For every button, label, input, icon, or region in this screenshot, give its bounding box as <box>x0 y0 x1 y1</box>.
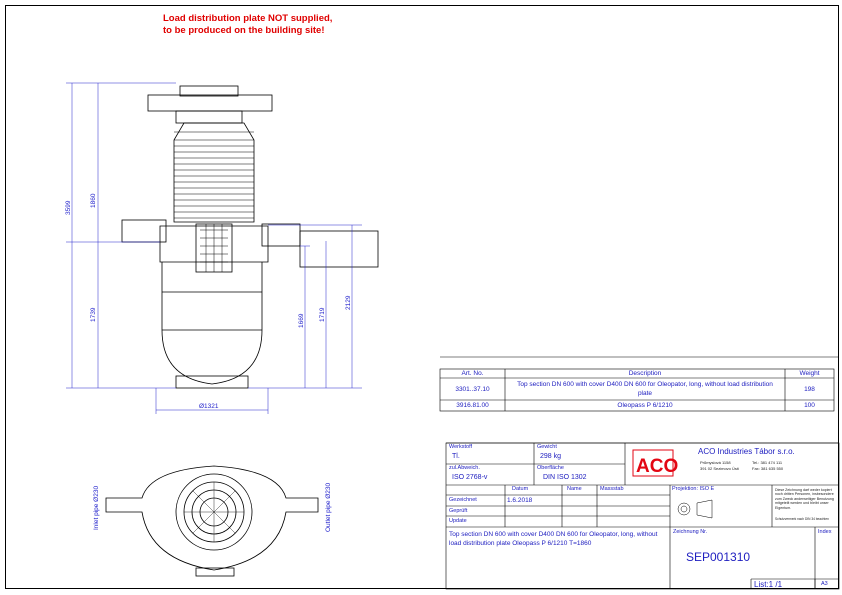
company-address-1: Průmyslová 1158 <box>700 460 731 465</box>
parts-header-art-no: Art. No. <box>461 370 484 377</box>
massstab-label: Massstab <box>600 486 624 492</box>
parts-header-weight: Weight <box>799 370 820 377</box>
warning-note-line2: to be produced on the building site! <box>163 25 325 36</box>
parts-table-lines <box>439 356 839 412</box>
company-address-2: 391 02 Sezimovo Ústí <box>700 466 740 471</box>
datum-header: Datum <box>512 486 529 492</box>
projection-symbol-icon <box>677 499 713 519</box>
gewicht-label: Gewicht <box>537 444 557 450</box>
parts-row1-weight: 198 <box>804 385 815 393</box>
abweich-label: zul.Abweich. <box>449 465 480 471</box>
parts-row2-art-no: 3916.81.00 <box>456 402 489 409</box>
inlet-label: Inlet pipe Ø230 <box>93 486 100 530</box>
oberflaeche-label: Oberfläche <box>537 465 564 471</box>
dim-top-height: 2129 <box>345 295 352 310</box>
file-reference: Schutzvermerk nach DIN 34 beachten <box>775 517 829 521</box>
dim-outlet-height: 1719 <box>319 307 326 322</box>
warning-note: Load distribution plate NOT supplied, to… <box>163 13 332 37</box>
dim-lower-height: 1739 <box>90 307 97 322</box>
drawing-frame <box>5 5 839 589</box>
company-tel: Tel.: 381 474 111 <box>752 460 783 465</box>
warning-note-line1: Load distribution plate NOT supplied, <box>163 13 333 24</box>
index-label: Index <box>818 529 832 535</box>
drawing-description: Top section DN 600 with cover D400 DN 60… <box>449 531 658 547</box>
outlet-label: Outlet pipe Ø230 <box>325 482 332 532</box>
update-label: Update <box>449 518 467 524</box>
dim-inlet-height: 1669 <box>298 313 305 328</box>
copyright-note: Diese Zeichnung darf weder kopiert noch … <box>775 488 834 510</box>
sheet-number: List:1 /1 <box>754 580 783 589</box>
geprueft-label: Geprüft <box>449 508 468 514</box>
logo-text: ACO <box>636 456 678 477</box>
name-header: Name <box>567 486 582 492</box>
gezeichnet-label: Gezeichnet <box>449 497 477 503</box>
oberflaeche-value: DIN ISO 1302 <box>543 474 587 481</box>
load-plate-outline <box>147 94 273 112</box>
plan-view <box>105 465 319 577</box>
gezeichnet-date: 1.6.2018 <box>507 497 533 504</box>
parts-row2-weight: 100 <box>804 402 815 409</box>
zeichnung-label: Zeichnung Nr. <box>673 529 708 535</box>
drawing-number: SEP001310 <box>686 550 751 564</box>
abweich-value: ISO 2768-v <box>452 474 488 481</box>
dim-diameter: Ø1321 <box>199 403 219 410</box>
parts-row2-description: Oleopass P 6/1210 <box>617 402 673 409</box>
title-block-lines <box>445 442 840 590</box>
werkstoff-value: Tl. <box>452 453 460 460</box>
company-name: ACO Industries Tábor s.r.o. <box>698 447 795 456</box>
parts-row1-art-no: 3301..37.10 <box>455 385 490 393</box>
inlet-pipe <box>121 219 167 243</box>
company-fax: Fax: 381 635 550 <box>752 466 784 471</box>
parts-row1-description: Top section DN 600 with cover D400 DN 60… <box>517 381 773 397</box>
aco-logo-icon: ACO <box>632 449 678 477</box>
parts-header-description: Description <box>628 370 662 377</box>
dim-upper-height: 1860 <box>90 193 97 208</box>
dim-overall-height: 3599 <box>65 200 72 215</box>
gewicht-value: 298 kg <box>540 453 562 460</box>
projection-label: Projektion: ISO E <box>672 486 715 492</box>
werkstoff-label: Werkstoff <box>449 444 473 450</box>
paper-format: A3 <box>821 581 828 587</box>
